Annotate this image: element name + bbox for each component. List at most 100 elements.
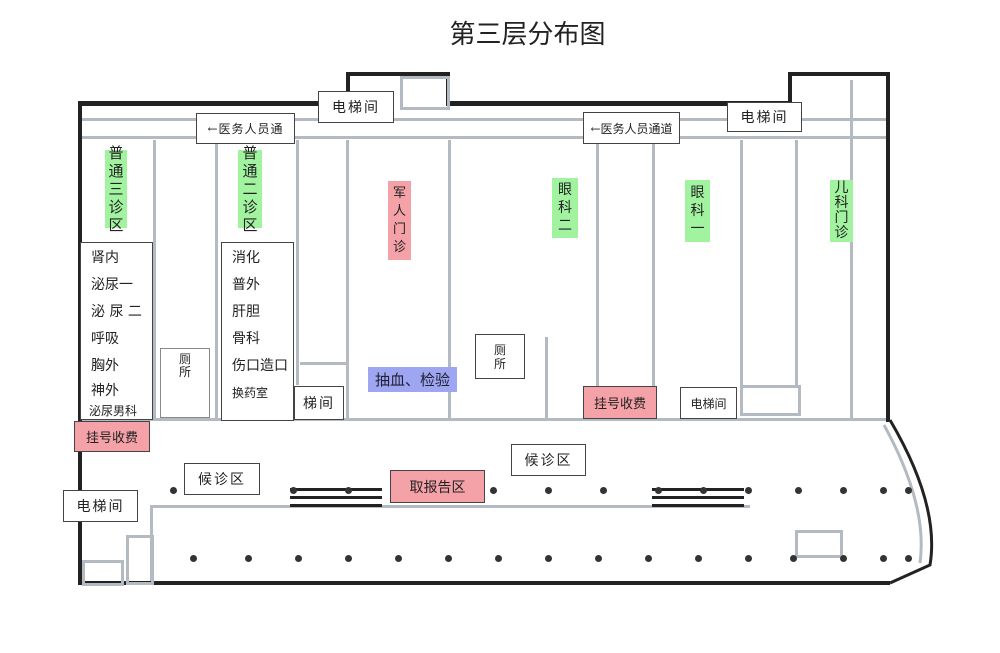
stair-block: [795, 530, 843, 558]
curved-wall: [882, 419, 934, 585]
wall: [545, 337, 548, 419]
pillar: [395, 555, 402, 562]
pillar: [295, 555, 302, 562]
wall: [346, 72, 450, 76]
stair-room: 梯间: [294, 386, 344, 420]
pillar: [545, 555, 552, 562]
pillar: [745, 487, 752, 494]
department: 伤口造口: [232, 358, 288, 374]
pillar: [345, 555, 352, 562]
wall: [652, 143, 655, 386]
wall: [886, 72, 890, 422]
pillar: [745, 555, 752, 562]
department: 肾内: [91, 250, 119, 266]
stairs: [652, 504, 744, 507]
wall: [788, 72, 890, 76]
stair-block: [400, 76, 450, 110]
pillar: [445, 555, 452, 562]
zone3-label: 普通三诊区: [105, 144, 127, 234]
department: 胸外: [91, 358, 119, 374]
wall: [448, 101, 790, 106]
wall: [850, 80, 853, 420]
stairs: [290, 496, 382, 499]
pillar: [245, 555, 252, 562]
pillar: [645, 555, 652, 562]
pillar: [600, 487, 607, 494]
pillar: [490, 487, 497, 494]
department: 泌尿男科: [89, 404, 138, 418]
department: 换药室: [232, 386, 269, 400]
pillar: [495, 555, 502, 562]
zone3-department-list: 肾内 泌尿一 泌 尿 二 呼吸 胸外 神外 泌尿男科: [80, 242, 153, 420]
blood-test: 抽血、检验: [368, 367, 457, 392]
stairs: [652, 496, 744, 499]
pillar: [170, 487, 177, 494]
wall: [150, 505, 750, 508]
pillar: [880, 487, 887, 494]
elevator-bottom-left: 电梯间: [63, 490, 138, 522]
pillar: [345, 487, 352, 494]
pillar: [840, 487, 847, 494]
report-pickup: 取报告区: [390, 470, 485, 503]
department: 泌 尿 二: [91, 304, 142, 320]
wall: [296, 140, 299, 385]
wall: [82, 136, 886, 139]
department: 肝胆: [232, 304, 260, 320]
wall: [740, 140, 743, 385]
page-title: 第三层分布图: [449, 20, 606, 50]
wall: [788, 72, 792, 106]
waiting-area-center: 候诊区: [511, 444, 586, 476]
staff-passage-left: ←医务人员通: [196, 113, 295, 144]
stair-block: [82, 560, 124, 586]
department: 消化: [232, 250, 260, 266]
wall: [448, 140, 451, 418]
elevator-top-left: 电梯间: [318, 91, 394, 123]
zone2-label: 普通二诊区: [238, 144, 262, 234]
wall: [596, 143, 599, 386]
waiting-area-left: 候诊区: [184, 463, 260, 495]
stairs: [290, 488, 382, 491]
wall: [346, 72, 350, 106]
pillar: [545, 487, 552, 494]
toilet-left: 厕所: [160, 348, 210, 418]
pillar: [655, 487, 662, 494]
stairs: [652, 488, 744, 491]
wall: [78, 581, 890, 585]
pillar: [790, 555, 797, 562]
pillar: [880, 555, 887, 562]
pillar: [595, 555, 602, 562]
pillar: [700, 487, 707, 494]
pillar: [905, 555, 912, 562]
toilet-center: 厕所: [475, 334, 525, 379]
pillar: [290, 487, 297, 494]
pillar: [905, 487, 912, 494]
elevator-top-right: 电梯间: [727, 102, 802, 132]
department: 骨科: [232, 331, 260, 347]
wall: [153, 140, 156, 420]
wall: [82, 418, 886, 421]
ophthalmology-1: 眼科一: [685, 180, 710, 242]
registration-right: 挂号收费: [583, 386, 657, 419]
pillar: [840, 555, 847, 562]
stair-block: [126, 535, 154, 585]
wall: [82, 118, 886, 121]
elevator-mid-right: 电梯间: [680, 387, 737, 419]
pillar: [695, 555, 702, 562]
registration-left: 挂号收费: [74, 421, 150, 452]
military-clinic: 军人门诊: [388, 181, 411, 260]
staff-passage-right: ←医务人员通道: [583, 112, 680, 144]
wall: [346, 140, 349, 418]
stairs: [290, 504, 382, 507]
pillar: [795, 487, 802, 494]
pillar: [190, 555, 197, 562]
wall: [78, 101, 348, 106]
wall: [795, 140, 798, 385]
wall: [215, 140, 218, 420]
ophthalmology-2: 眼科二: [552, 178, 578, 238]
stair-block: [740, 385, 801, 416]
pediatrics: 儿科门诊: [830, 180, 853, 242]
department: 呼吸: [91, 331, 119, 347]
zone2-department-list: 消化 普外 肝胆 骨科 伤口造口 换药室: [221, 242, 294, 421]
department: 泌尿一: [91, 277, 133, 293]
department: 神外: [91, 383, 119, 399]
